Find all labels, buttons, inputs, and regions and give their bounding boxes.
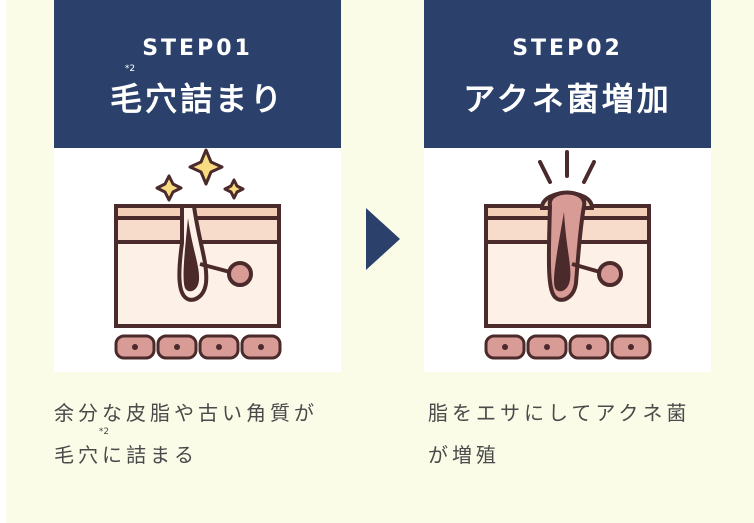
step-description-2: 脂をエサにしてアクネ菌 が増殖 bbox=[428, 392, 748, 476]
step-label: STEP01 bbox=[142, 36, 253, 61]
sparkle-icon bbox=[223, 178, 245, 200]
footnote-marker: *2 bbox=[124, 64, 136, 74]
acne-bacteria-illustration bbox=[424, 148, 711, 372]
step-label: STEP02 bbox=[512, 36, 623, 61]
step-card-1: STEP01 毛穴詰まり *2 bbox=[54, 0, 341, 372]
sparkle-icon bbox=[188, 148, 224, 186]
step-description-1: 余分な皮脂や古い角質が 毛穴に詰まる *2 bbox=[54, 392, 374, 476]
clogged-pore-illustration bbox=[54, 148, 341, 372]
footnote-marker: *2 bbox=[98, 427, 110, 437]
sparkle-icon bbox=[155, 174, 183, 202]
step-title: アクネ菌増加 bbox=[463, 80, 672, 118]
chevron-right-icon bbox=[366, 208, 400, 270]
burst-lines bbox=[538, 150, 596, 184]
step-title: 毛穴詰まり *2 bbox=[54, 64, 341, 120]
desc-line: が増殖 bbox=[428, 443, 500, 467]
step-card-2: STEP02 アクネ菌増加 bbox=[424, 0, 711, 372]
desc-line: 脂をエサにしてアクネ菌 bbox=[428, 401, 691, 425]
desc-line-2: 毛穴に詰まる *2 bbox=[54, 427, 374, 476]
step-header-1: STEP01 毛穴詰まり *2 bbox=[54, 0, 341, 148]
desc-line-text: 毛穴に詰まる bbox=[54, 443, 198, 467]
inflamed-pore-icon bbox=[484, 150, 652, 360]
skin-cells bbox=[484, 334, 652, 360]
step-title-text: 毛穴詰まり bbox=[109, 80, 285, 118]
skin-cells bbox=[114, 334, 282, 360]
step-header-2: STEP02 アクネ菌増加 bbox=[424, 0, 711, 148]
desc-line: 余分な皮脂や古い角質が bbox=[54, 401, 318, 425]
skin-pore-icon bbox=[114, 148, 282, 360]
